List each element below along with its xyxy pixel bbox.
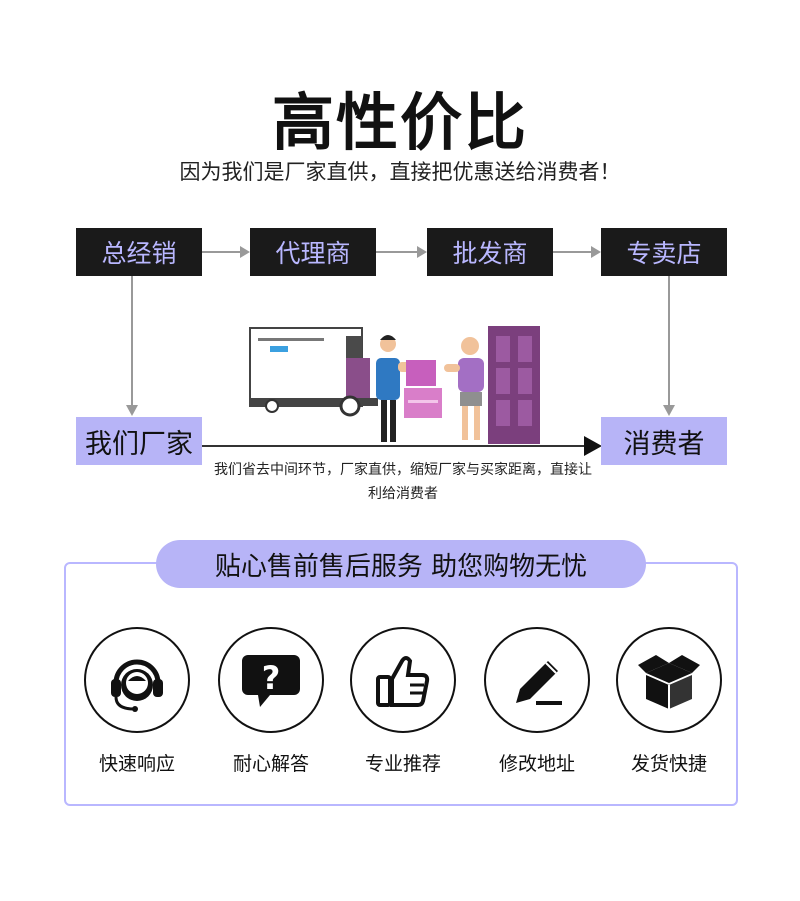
service-label: 修改地址 <box>498 753 575 775</box>
headset-icon <box>111 659 163 712</box>
svg-text:?: ? <box>262 659 281 697</box>
service-icon-circle <box>84 627 190 733</box>
truck-icon <box>249 327 378 417</box>
thumbs-up-icon <box>376 656 430 707</box>
service-icon-circle <box>484 627 590 733</box>
service-icon-circle: ? <box>218 627 324 733</box>
service-label: 发货快捷 <box>630 753 707 775</box>
open-box-icon <box>638 655 700 709</box>
customer-figure <box>444 337 484 440</box>
direct-supply-note: 我们省去中间环节，厂家直供，缩短厂家与买家距离，直接让利给消费者 <box>214 462 592 502</box>
service-icon-circle <box>350 627 456 733</box>
chain-step-distributor: 总经销 <box>76 228 202 276</box>
service-label: 快速响应 <box>98 753 175 775</box>
chain-step-agent: 代理商 <box>250 228 376 276</box>
page-title: 高性价比 <box>271 86 528 159</box>
service-item: 发货快捷 <box>614 627 724 776</box>
service-item: ? 耐心解答 <box>216 627 326 776</box>
question-bubble-icon: ? <box>242 655 300 707</box>
pen-edit-icon <box>516 661 562 705</box>
service-icon-circle <box>616 627 722 733</box>
consumer-box: 消费者 <box>601 417 727 465</box>
chain-step-store: 专卖店 <box>601 228 727 276</box>
service-label: 专业推荐 <box>364 753 441 775</box>
factory-box: 我们厂家 <box>76 417 202 465</box>
service-item: 快速响应 <box>82 627 192 776</box>
service-label: 耐心解答 <box>232 753 309 775</box>
service-banner: 贴心售前售后服务 助您购物无忧 <box>156 540 646 588</box>
courier-figure <box>376 335 420 442</box>
page-subtitle: 因为我们是厂家直供，直接把优惠送给消费者！ <box>179 160 621 184</box>
delivery-illustration <box>249 326 540 444</box>
door-icon <box>488 326 540 444</box>
service-item: 专业推荐 <box>348 627 458 776</box>
chain-step-wholesaler: 批发商 <box>427 228 553 276</box>
service-item: 修改地址 <box>482 627 592 776</box>
